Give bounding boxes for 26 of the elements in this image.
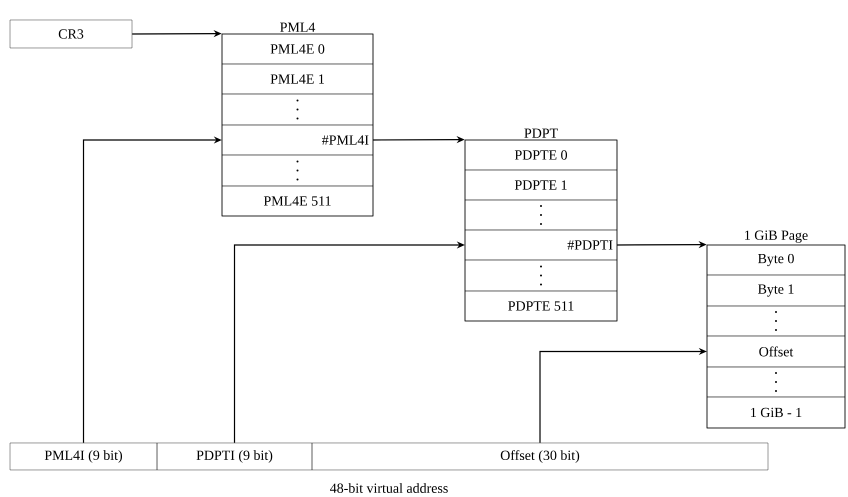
table-row: PML4E 1 bbox=[222, 64, 374, 94]
node-label: PDPT bbox=[524, 128, 558, 138]
node-label: PML4 bbox=[280, 22, 316, 32]
table-row: PDPTE 0 bbox=[464, 140, 618, 170]
table-row bbox=[706, 366, 846, 398]
table-row: Offset bbox=[706, 336, 846, 368]
table-row bbox=[222, 154, 374, 186]
table-row: #PML4I bbox=[222, 124, 374, 156]
address-field: PML4I (9 bit) bbox=[10, 442, 158, 470]
table-row bbox=[706, 306, 846, 336]
table-row: PML4E 511 bbox=[222, 186, 374, 216]
address-field: PDPTI (9 bit) bbox=[156, 442, 312, 470]
address-field: Offset (30 bit) bbox=[312, 442, 768, 470]
table-row: Byte 1 bbox=[706, 274, 846, 306]
table-row bbox=[222, 94, 374, 126]
table-row: PML4E 0 bbox=[222, 34, 374, 64]
table-row: #PDPTI bbox=[464, 230, 618, 260]
table-row: PDPTE 511 bbox=[464, 290, 618, 322]
node-label: 1 GiB Page bbox=[745, 230, 808, 243]
table-row: PDPTE 1 bbox=[464, 170, 618, 200]
table-row: 1 GiB - 1 bbox=[706, 396, 846, 428]
table-row bbox=[464, 200, 618, 230]
table-row: Byte 0 bbox=[706, 244, 846, 276]
register-box: CR3 bbox=[10, 20, 132, 48]
table-row bbox=[464, 260, 618, 292]
caption: 48-bit virtual address bbox=[330, 483, 448, 493]
